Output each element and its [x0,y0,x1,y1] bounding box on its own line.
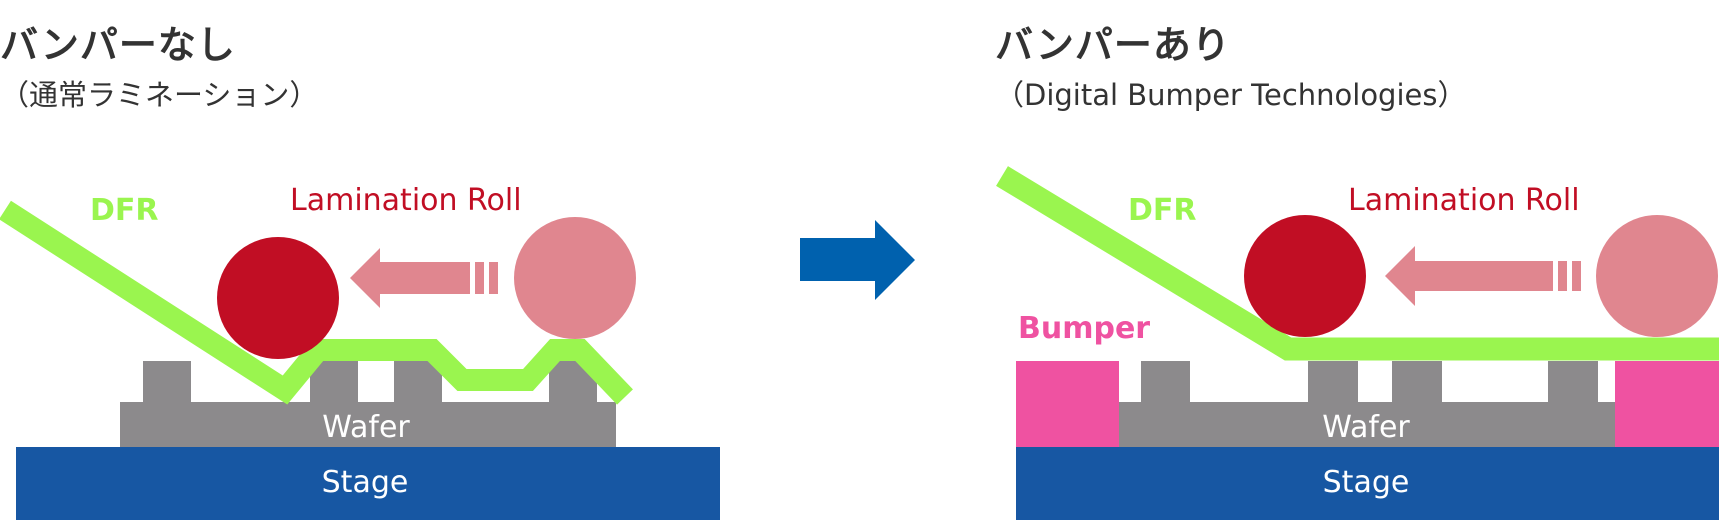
wafer-label: Wafer [322,410,410,445]
transition-arrow-icon [800,220,915,300]
roll-label: Lamination Roll [290,183,522,218]
roll-label: Lamination Roll [1348,183,1580,218]
wafer-label: Wafer [1322,410,1410,445]
right-panel-subtitle: （Digital Bumper Technologies） [995,78,1467,112]
bumper-left [1016,361,1119,447]
stage-label: Stage [1323,465,1410,500]
lamination-roll-active [1244,215,1366,337]
dfr-label: DFR [1128,193,1197,228]
dfr-film [996,166,1719,361]
right-diagram: Stage Wafer Bumper DFR Lamination Roll [996,166,1719,520]
bumper-right [1615,361,1719,447]
wafer [120,361,616,447]
stage [1016,447,1719,520]
dfr-film [0,200,633,405]
roll-direction-arrow-icon [350,248,498,308]
left-diagram: Stage Wafer DFR Lamination Roll [0,183,720,520]
lamination-roll-start [1596,215,1718,337]
dfr-label: DFR [90,193,159,228]
wafer [1119,361,1616,447]
bumper-label: Bumper [1018,311,1150,346]
left-panel-subtitle: （通常ラミネーション） [0,78,319,112]
lamination-roll-active [217,237,339,359]
lamination-roll-start [514,217,636,339]
stage [16,447,720,520]
right-panel-title: バンパーあり [995,23,1231,67]
roll-direction-arrow-icon [1385,246,1581,306]
stage-label: Stage [322,465,409,500]
left-panel-title: バンパーなし [0,23,236,67]
